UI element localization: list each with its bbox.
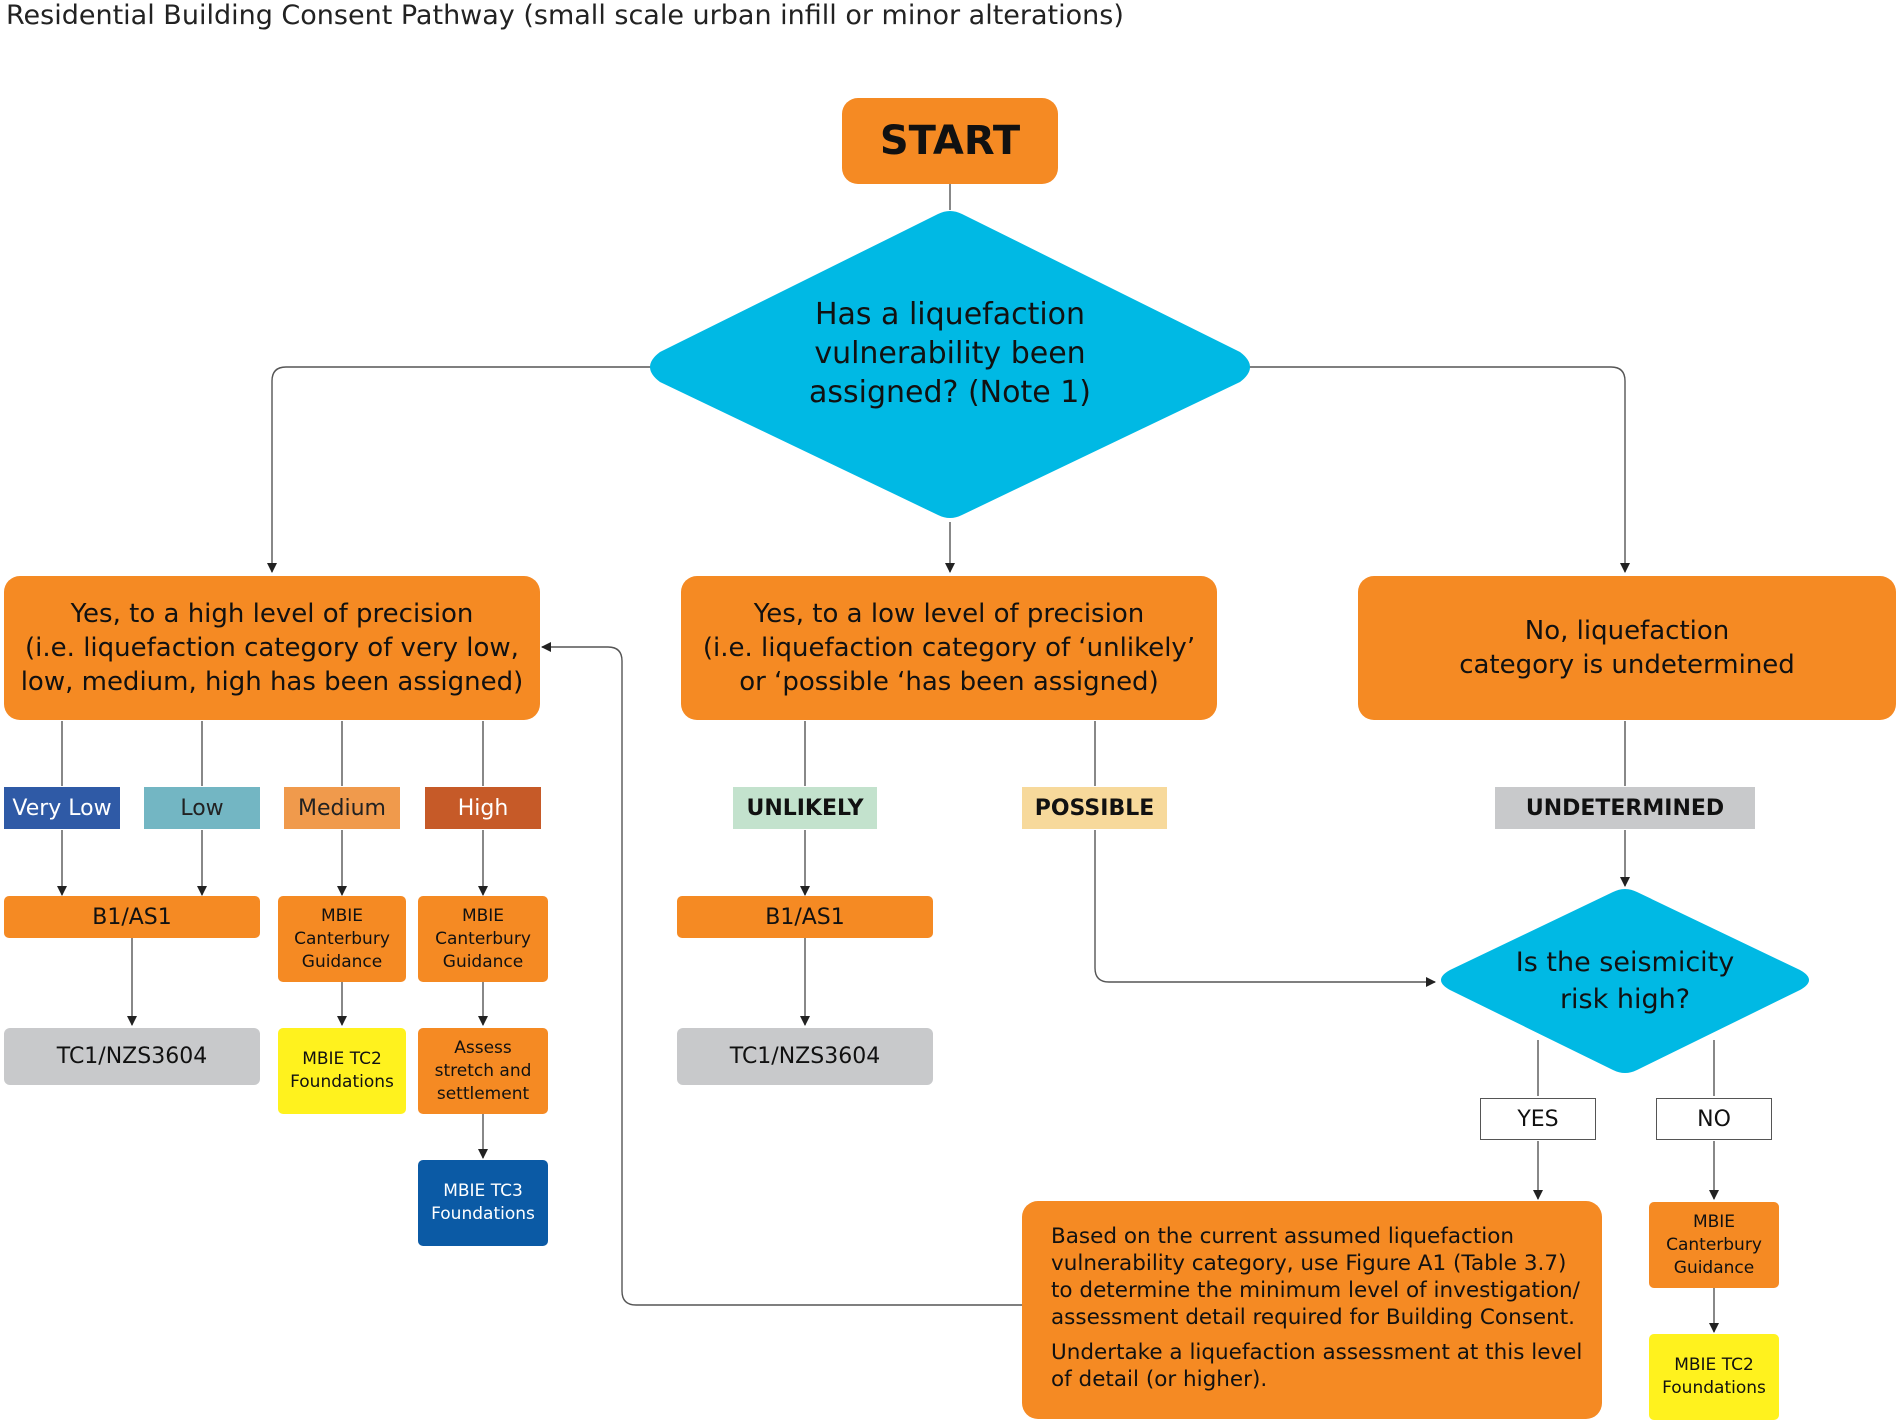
yes-label: YES xyxy=(1480,1098,1596,1140)
category-very-low: Very Low xyxy=(4,787,120,829)
guid1-l3: Guidance xyxy=(301,951,383,972)
mbie-guidance-high: MBIE Canterbury Guidance xyxy=(418,896,548,982)
mbie-tc2-foundations-left: MBIE TC2 Foundations xyxy=(278,1028,406,1114)
assessment-instruction-text: Based on the current assumed liquefactio… xyxy=(1051,1223,1591,1393)
mbie-tc3-foundations: MBIE TC3 Foundations xyxy=(418,1160,548,1246)
low-line1: Yes, to a low level of precision xyxy=(753,599,1145,629)
based-p1-l2: vulnerability category, use Figure A1 (T… xyxy=(1051,1251,1567,1276)
b1-as1-mid: B1/AS1 xyxy=(677,896,933,938)
tc3-l1: MBIE TC3 xyxy=(443,1181,523,1201)
tc1-nzs3604-mid: TC1/NZS3604 xyxy=(677,1028,933,1085)
page-title: Residential Building Consent Pathway (sm… xyxy=(6,0,1124,31)
q2-line2: risk high? xyxy=(1559,984,1691,1015)
high-line1: Yes, to a high level of precision xyxy=(70,599,474,629)
guid3-l1: MBIE xyxy=(1692,1211,1736,1232)
assess-l3: settlement xyxy=(436,1083,530,1104)
tc1-nzs3604-left: TC1/NZS3604 xyxy=(4,1028,260,1085)
none-line2: category is undetermined xyxy=(1459,650,1795,680)
category-undetermined: UNDETERMINED xyxy=(1495,787,1755,829)
mbie-guidance-medium: MBIE Canterbury Guidance xyxy=(278,896,406,982)
assess-stretch-box: Assess stretch and settlement xyxy=(418,1028,548,1114)
liquefaction-question-diamond xyxy=(650,211,1250,518)
assess-l1: Assess xyxy=(454,1037,512,1058)
seismicity-question-text: Is the seismicity risk high? xyxy=(1475,944,1775,1018)
assessment-instruction-box xyxy=(1022,1201,1602,1419)
undetermined-box: No, liquefaction category is undetermine… xyxy=(1358,576,1896,720)
guid2-l1: MBIE xyxy=(461,905,505,926)
b1-as1-left-label: B1/AS1 xyxy=(92,904,172,930)
guid1-l1: MBIE xyxy=(320,905,364,926)
b1-as1-mid-label: B1/AS1 xyxy=(765,904,845,930)
guid2-l2: Canterbury xyxy=(435,928,531,949)
based-p1-l1: Based on the current assumed liquefactio… xyxy=(1051,1224,1515,1249)
tc2-right-l2: Foundations xyxy=(1662,1378,1766,1398)
q1-line3: assigned? (Note 1) xyxy=(808,375,1092,410)
q2-line1: Is the seismicity xyxy=(1515,947,1735,978)
tc3-l2: Foundations xyxy=(431,1204,535,1224)
tc2-right-l1: MBIE TC2 xyxy=(1674,1355,1754,1375)
b1-as1-left: B1/AS1 xyxy=(4,896,260,938)
mbie-guidance-no: MBIE Canterbury Guidance xyxy=(1649,1202,1779,1288)
low-precision-box: Yes, to a low level of precision (i.e. l… xyxy=(681,576,1217,720)
q1-line2: vulnerability been xyxy=(814,336,1086,371)
based-p1-l3: to determine the minimum level of invest… xyxy=(1051,1278,1580,1303)
tc1-mid-label: TC1/NZS3604 xyxy=(729,1044,881,1069)
based-p1-l4: assessment detail required for Building … xyxy=(1051,1305,1576,1330)
category-medium: Medium xyxy=(284,787,400,829)
based-p2-l1: Undertake a liquefaction assessment at t… xyxy=(1051,1340,1583,1365)
guid3-l3: Guidance xyxy=(1673,1257,1755,1278)
category-possible: POSSIBLE xyxy=(1022,787,1167,829)
low-line3: or ‘possible ‘has been assigned) xyxy=(739,667,1159,697)
mbie-tc2-foundations-right: MBIE TC2 Foundations xyxy=(1649,1334,1779,1420)
tc1-left-label: TC1/NZS3604 xyxy=(56,1044,208,1069)
guid3-l2: Canterbury xyxy=(1666,1234,1762,1255)
liquefaction-question-text: Has a liquefaction vulnerability been as… xyxy=(700,295,1200,412)
low-line2: (i.e. liquefaction category of ‘unlikely… xyxy=(702,633,1196,663)
guid2-l3: Guidance xyxy=(442,951,524,972)
none-line1: No, liquefaction xyxy=(1524,616,1730,646)
category-unlikely: UNLIKELY xyxy=(733,787,877,829)
high-precision-box: Yes, to a high level of precision (i.e. … xyxy=(4,576,540,720)
q1-line1: Has a liquefaction xyxy=(814,297,1086,332)
start-node: START xyxy=(842,98,1058,184)
high-line2: (i.e. liquefaction category of very low, xyxy=(25,633,519,663)
guid1-l2: Canterbury xyxy=(294,928,390,949)
category-low: Low xyxy=(144,787,260,829)
seismicity-question-diamond xyxy=(1441,889,1809,1073)
tc2-left-l1: MBIE TC2 xyxy=(302,1049,382,1069)
tc2-left-l2: Foundations xyxy=(290,1072,394,1092)
high-line3: low, medium, high has been assigned) xyxy=(20,667,524,697)
start-label: START xyxy=(879,118,1021,164)
assess-l2: stretch and xyxy=(434,1060,532,1081)
based-p2-l2: of detail (or higher). xyxy=(1051,1367,1268,1392)
no-label: NO xyxy=(1656,1098,1772,1140)
category-high: High xyxy=(425,787,541,829)
